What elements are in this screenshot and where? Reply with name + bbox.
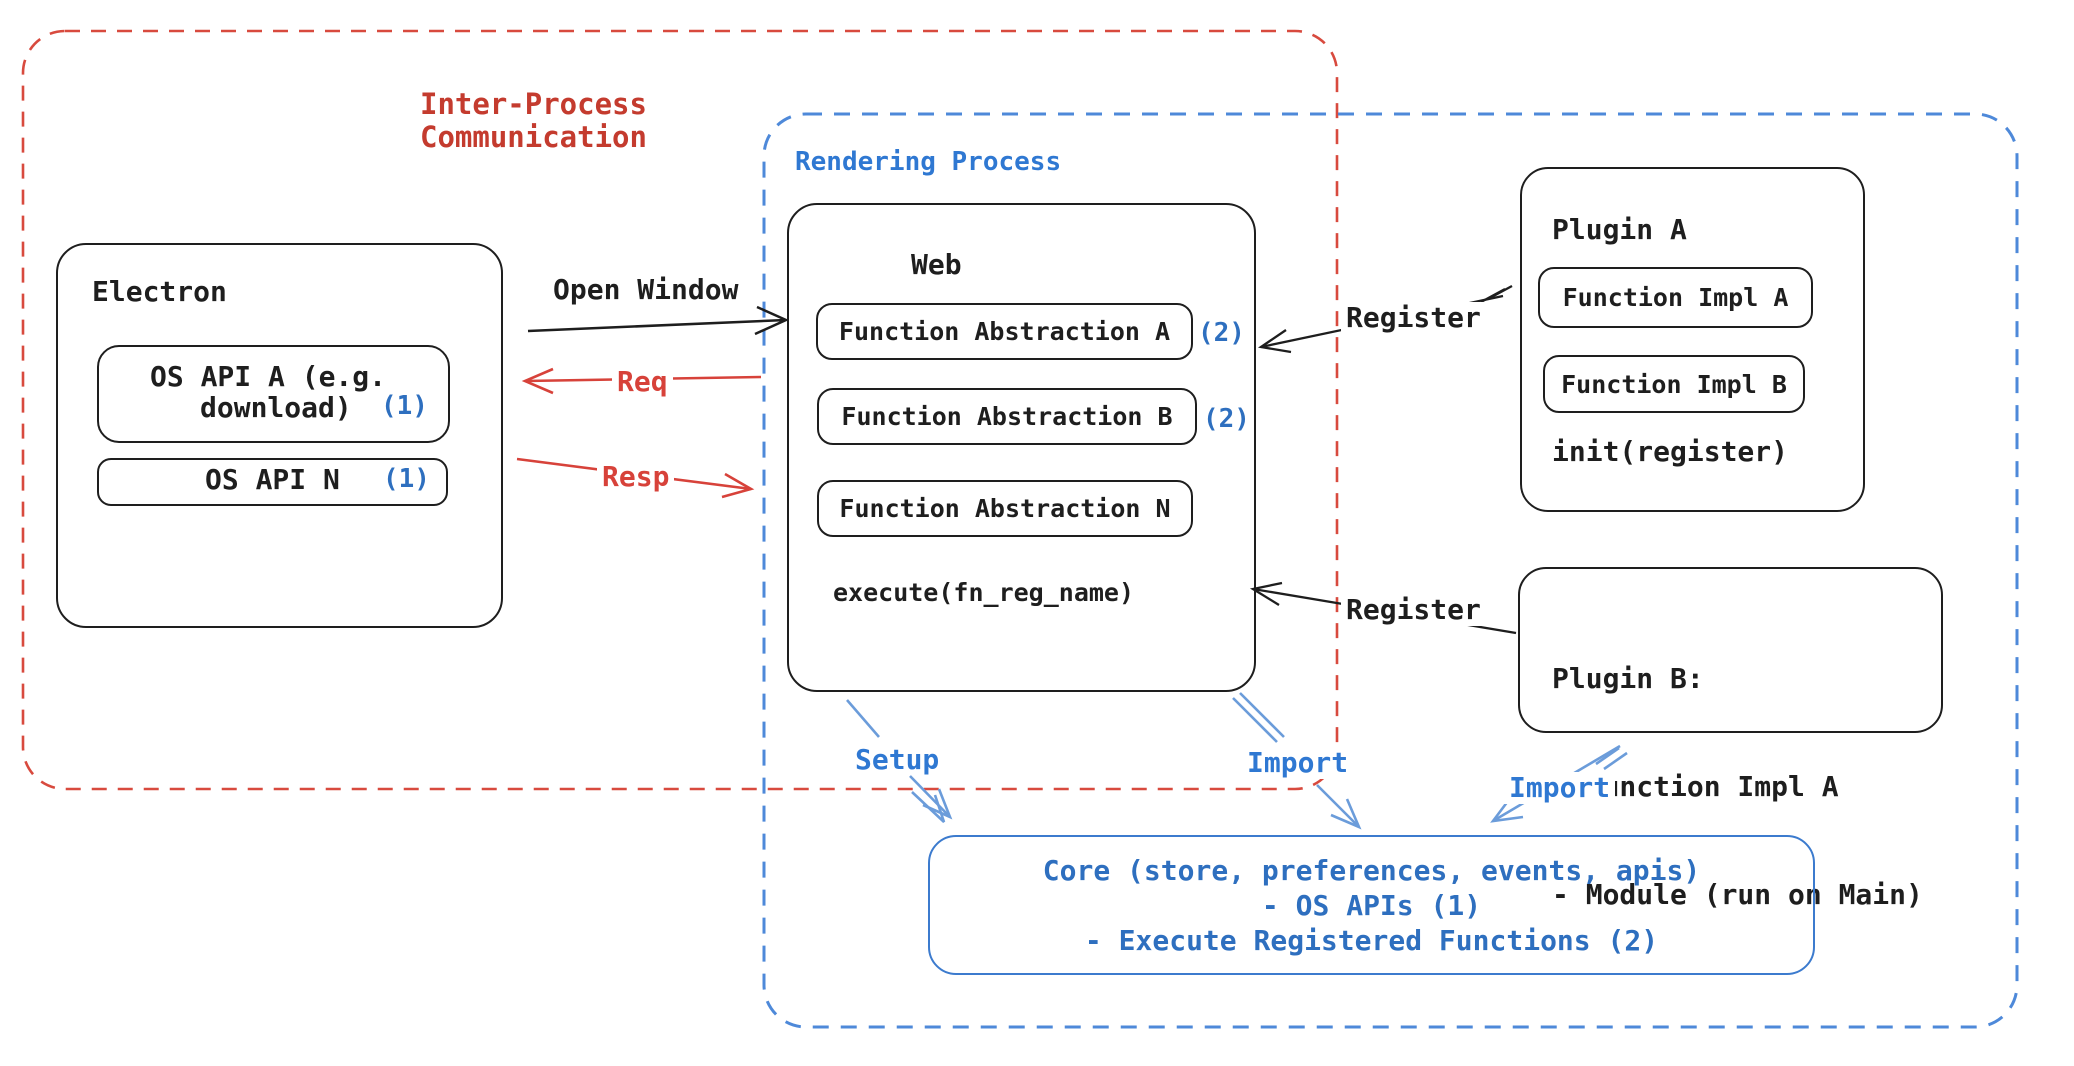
core-line1: Core (store, preferences, events, apis) — [1042, 853, 1701, 887]
os-api-n-label: OS API N — [205, 463, 340, 496]
open-window-label: Open Window — [553, 273, 739, 306]
os-api-a-label-line2: download) — [200, 391, 352, 424]
os-api-n-box — [97, 458, 448, 506]
fn-impl-b-label: Function Impl B — [1561, 369, 1787, 399]
import-plugin-label: Import — [1504, 772, 1616, 804]
import-web-arrow — [1232, 692, 1362, 830]
electron-box — [56, 243, 503, 628]
rendering-process-label: Rendering Process — [795, 147, 1062, 177]
import-web-label: Import — [1242, 747, 1354, 779]
resp-label: Resp — [597, 461, 675, 493]
web-title: Web — [911, 248, 962, 281]
plugin-b-item2: - Module (run on Main) — [1552, 878, 1923, 911]
plugin-a-title: Plugin A — [1552, 213, 1687, 246]
fn-impl-a-box: Function Impl A — [1538, 267, 1813, 328]
fn-abstraction-n-box: Function Abstraction N — [817, 480, 1193, 537]
fn-abstraction-b-box: Function Abstraction B — [817, 388, 1197, 445]
plugin-a-box — [1520, 167, 1865, 512]
os-api-n-badge: (1) — [383, 464, 430, 494]
electron-title: Electron — [92, 275, 227, 308]
os-api-a-badge: (1) — [381, 391, 428, 421]
fn-abstraction-b-label: Function Abstraction B — [841, 402, 1173, 431]
req-label: Req — [612, 366, 673, 398]
ipc-boundary-box — [21, 29, 1339, 791]
fn-abstraction-n-label: Function Abstraction N — [839, 494, 1171, 523]
web-box — [787, 203, 1256, 692]
core-line2: - OS APIs (1) — [1261, 888, 1482, 922]
fn-abstraction-b-badge: (2) — [1203, 404, 1250, 434]
os-api-a-box — [97, 345, 450, 443]
fn-abstraction-a-box: Function Abstraction A — [816, 303, 1193, 360]
open-window-arrow — [527, 305, 790, 336]
core-box: Core (store, preferences, events, apis) … — [928, 835, 1815, 975]
os-api-a-label-line1: OS API A (e.g. — [150, 360, 387, 393]
plugin-b-box — [1518, 567, 1943, 733]
execute-label: execute(fn_reg_name) — [833, 578, 1135, 607]
plugin-b-title: Plugin B: — [1552, 662, 1704, 695]
fn-abstraction-a-badge: (2) — [1198, 318, 1245, 348]
fn-impl-a-label: Function Impl A — [1562, 283, 1789, 312]
core-line3: - Execute Registered Functions (2) — [1084, 923, 1659, 957]
fn-abstraction-a-label: Function Abstraction A — [838, 317, 1171, 346]
init-register-label: init(register) — [1552, 435, 1789, 468]
setup-arrow — [846, 699, 953, 823]
register-a-label: Register — [1341, 302, 1486, 334]
setup-label: Setup — [855, 743, 940, 776]
register-b-label: Register — [1341, 594, 1486, 626]
fn-impl-b-box: Function Impl B — [1543, 355, 1805, 413]
